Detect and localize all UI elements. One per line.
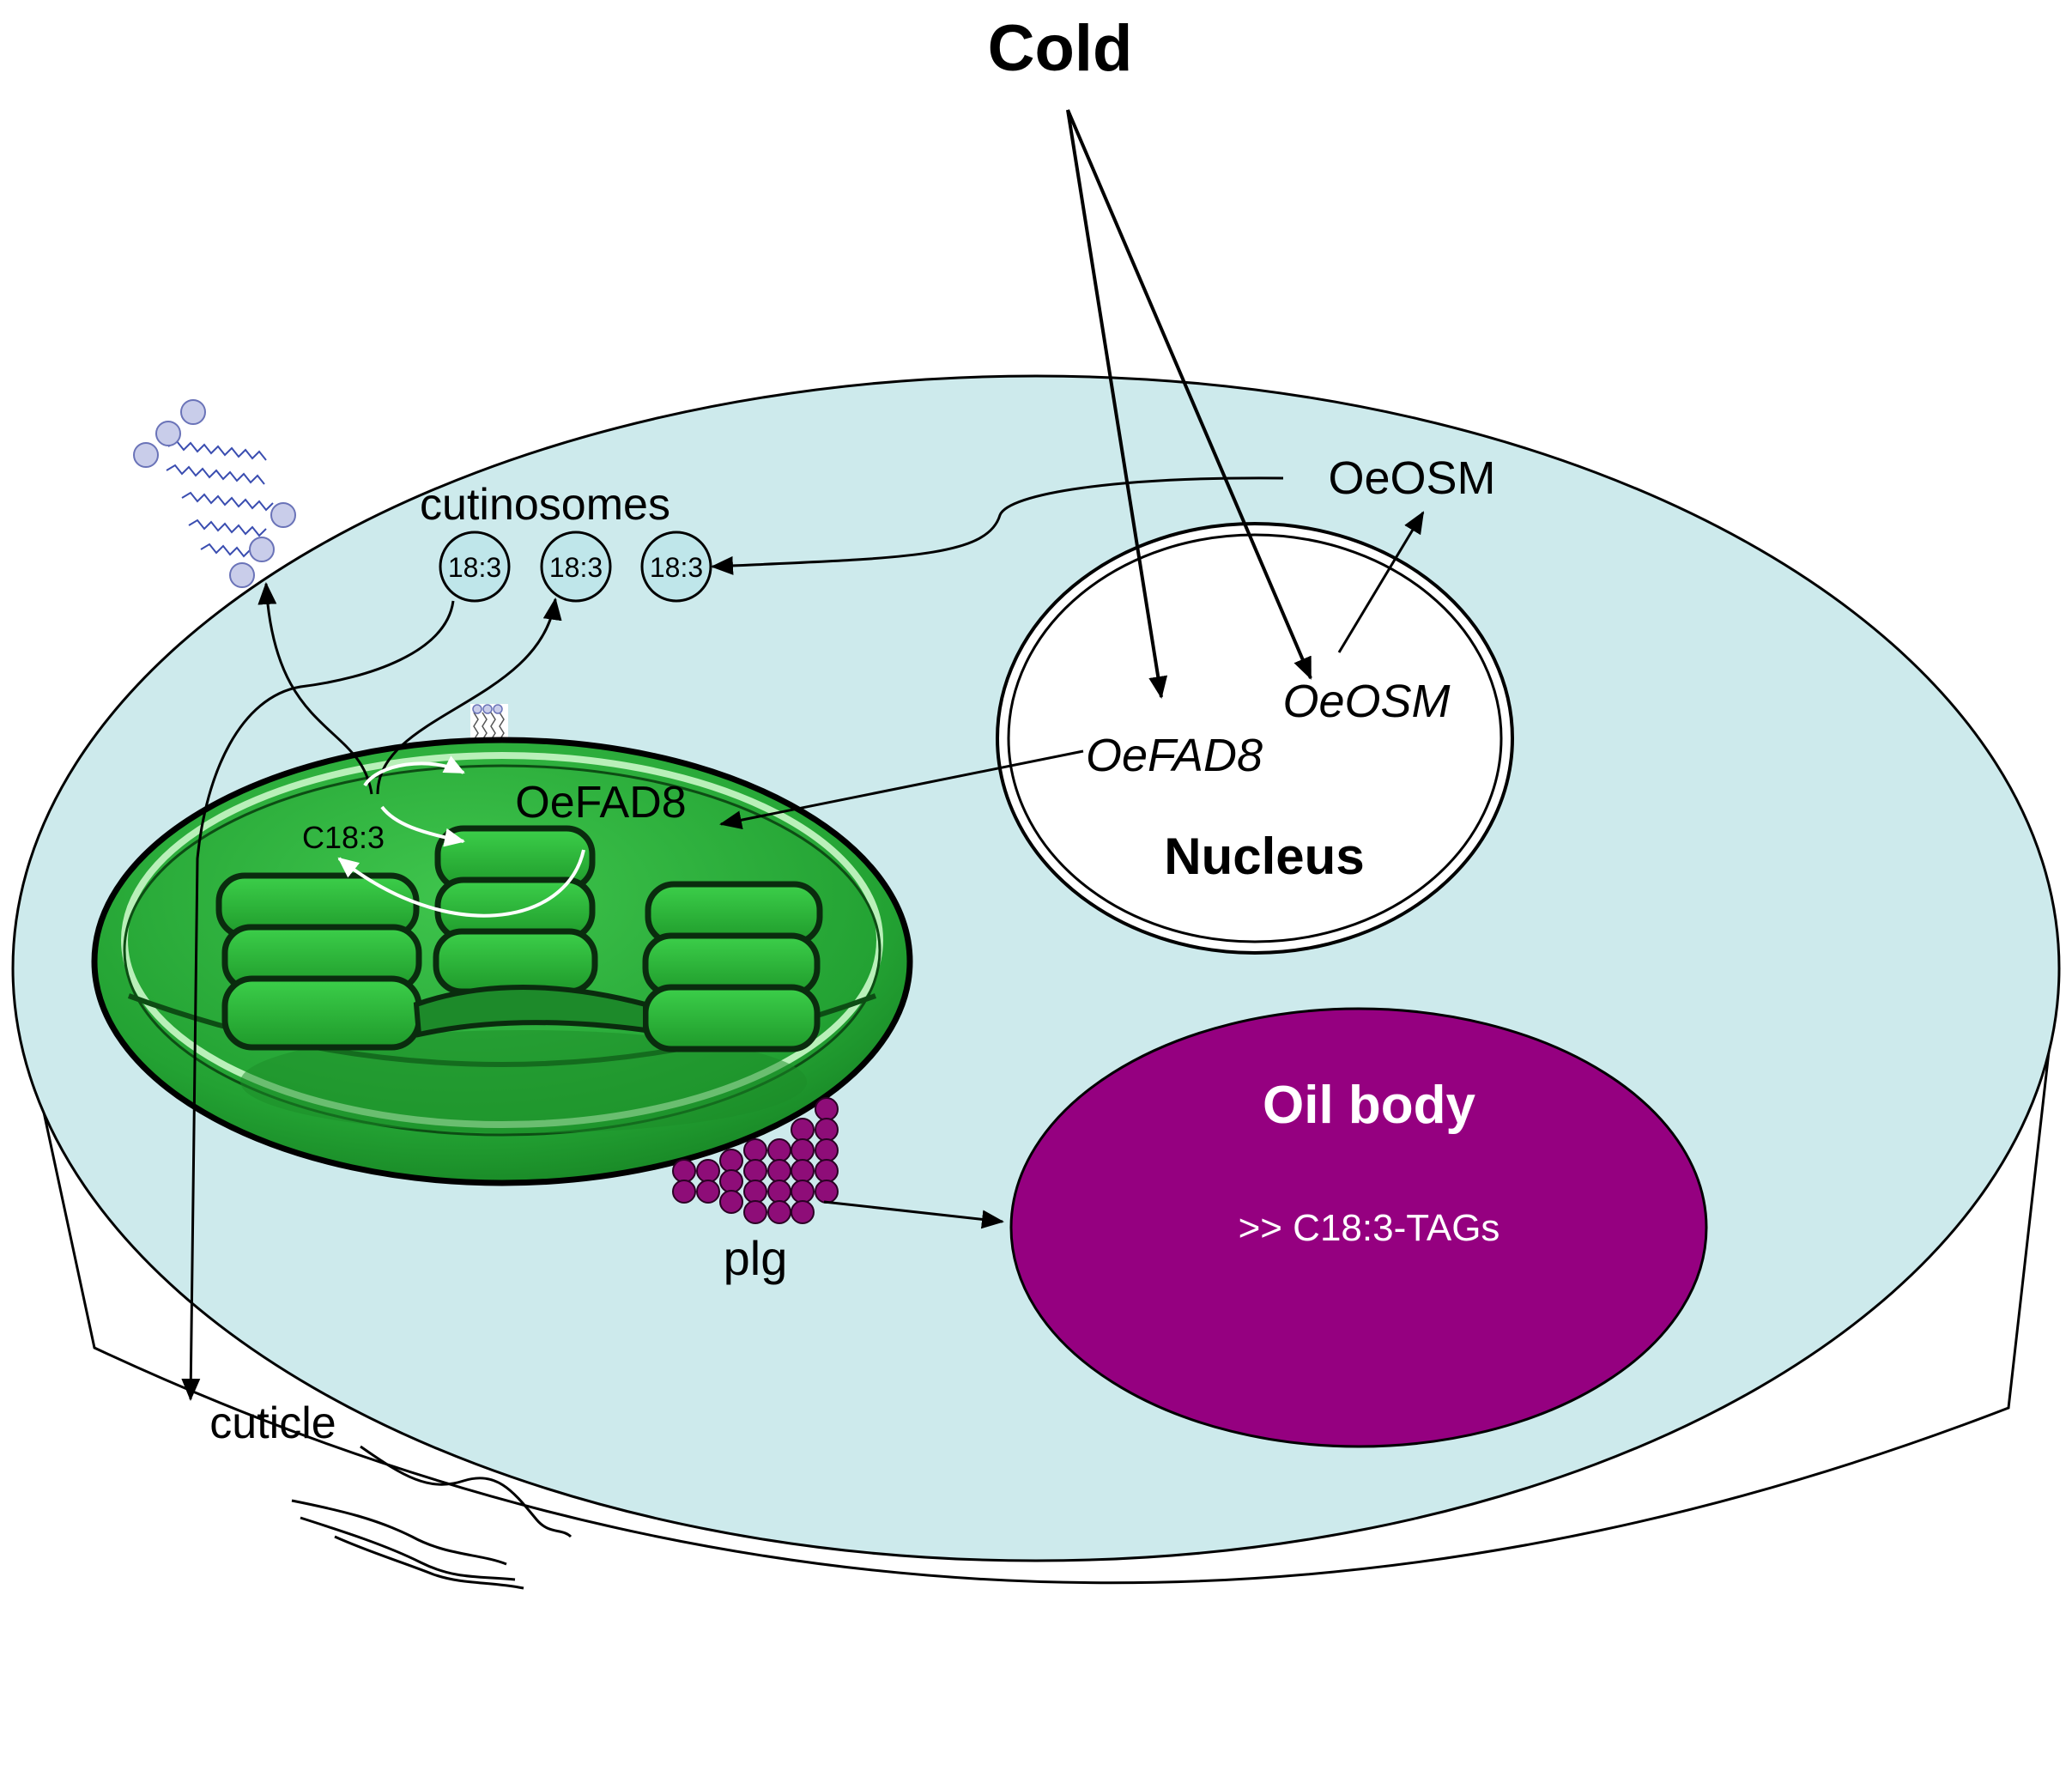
oeosm-gene-label: OeOSM	[1282, 676, 1450, 727]
pathway-arrows	[181, 476, 1425, 1401]
plastoglobule-dot	[815, 1159, 839, 1183]
vesicle-label-3: 18:3	[650, 552, 703, 583]
plastoglobule-dot	[743, 1138, 767, 1162]
plastoglobule-dot	[743, 1200, 767, 1224]
oil-body	[1009, 1007, 1708, 1448]
oefad8-protein-label: OeFAD8	[515, 778, 686, 828]
plastoglobule-dot	[815, 1118, 839, 1142]
plastoglobule-dot	[791, 1138, 815, 1162]
chloroplast	[91, 737, 913, 1186]
cold-arrows	[1066, 109, 1312, 699]
plastoglobule-dot	[696, 1180, 720, 1204]
oefad8-gene-label: OeFAD8	[1086, 730, 1263, 781]
plastoglobule-dot	[815, 1097, 839, 1121]
plastoglobule-dot	[791, 1118, 815, 1142]
plastoglobule-dot	[815, 1138, 839, 1162]
plg-label: plg	[724, 1231, 788, 1285]
plastoglobule-dot	[672, 1180, 696, 1204]
plastoglobule-dot	[791, 1180, 815, 1204]
plastoglobule-dot	[767, 1180, 791, 1204]
plastoglobule-cluster	[672, 1097, 839, 1224]
cutinosome-vesicles	[439, 531, 712, 603]
plastoglobule-dot	[719, 1149, 743, 1173]
c18-3-label: C18:3	[302, 820, 385, 855]
tags-label: >> C18:3-TAGs	[1239, 1207, 1500, 1249]
plastoglobule-dot	[672, 1159, 696, 1183]
plastoglobule-dot	[791, 1200, 815, 1224]
plastoglobule-dot	[815, 1180, 839, 1204]
vesicle-label-1: 18:3	[448, 552, 501, 583]
plastoglobule-dot	[743, 1180, 767, 1204]
cuticle-layer	[291, 1445, 573, 1590]
plastoglobule-dot	[743, 1159, 767, 1183]
plastoglobule-dot	[791, 1159, 815, 1183]
plastoglobule-dot	[767, 1159, 791, 1183]
lipid-bilayer-icon	[133, 399, 296, 592]
nucleus	[996, 522, 1514, 955]
plastoglobule-dot	[696, 1159, 720, 1183]
oeosm-protein-label: OeOSM	[1328, 452, 1495, 504]
plastoglobule-dot	[767, 1200, 791, 1224]
plastoglobule-dot	[767, 1138, 791, 1162]
cutinosomes-label: cutinosomes	[420, 480, 670, 530]
plastoglobule-dot	[719, 1190, 743, 1214]
nucleus-label: Nucleus	[1164, 828, 1364, 885]
vesicle-label-2: 18:3	[549, 552, 603, 583]
cuticle-label: cuticle	[209, 1398, 336, 1448]
white-cycle-arrows	[337, 755, 585, 918]
plastoglobule-dot	[719, 1169, 743, 1193]
oil-body-label: Oil body	[1263, 1076, 1476, 1135]
diagram-title: Cold	[988, 12, 1133, 85]
